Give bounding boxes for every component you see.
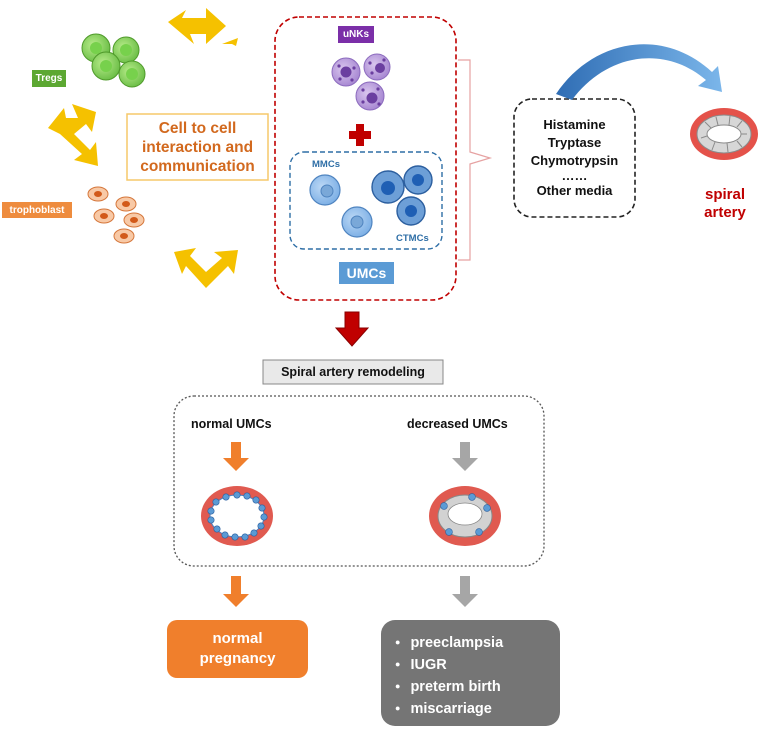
outcome-item: ●IUGR	[395, 657, 447, 673]
unks-label: uNKs	[338, 26, 374, 43]
umcs-label: UMCs	[339, 262, 394, 284]
bad-outcomes-list: ●preeclampsia ●IUGR ●preterm birth ●misc…	[395, 632, 555, 720]
mediator-item: ……	[561, 168, 588, 183]
bracket	[458, 59, 493, 261]
center-dashed-box	[274, 16, 457, 301]
mediator-item: Tryptase	[547, 135, 602, 150]
mediators-box	[513, 98, 636, 218]
mediator-item: Histamine	[543, 117, 606, 132]
tregs-cells	[81, 33, 146, 88]
yellow-double-arrow-top	[168, 8, 238, 46]
yellow-double-arrow-left	[48, 104, 98, 166]
decreased-artery-icon	[429, 486, 501, 546]
umcs-dashed-box	[289, 151, 443, 250]
interaction-box	[126, 113, 269, 181]
mediator-item: Other media	[536, 183, 613, 198]
outcome-item: ●preterm birth	[395, 679, 501, 695]
mast-cells	[309, 165, 433, 238]
mediator-item: Chymotrypsin	[530, 153, 619, 168]
interaction-text: Cell to cell interaction and communicati…	[140, 120, 255, 175]
normal-umcs-label: normal UMCs	[191, 417, 272, 431]
remodeling-box	[262, 359, 444, 385]
normal-outcome-box	[167, 620, 308, 678]
mmcs-label: MMCs	[312, 159, 340, 170]
tregs-label: Tregs	[32, 70, 66, 87]
normal-pregnancy-text: normal pregnancy	[199, 630, 276, 667]
orange-arrow-1	[223, 442, 249, 471]
normal-artery-icon	[201, 486, 273, 546]
curved-arrow	[556, 44, 722, 100]
yellow-double-arrow-bottom	[174, 248, 238, 288]
orange-arrow-2	[223, 576, 249, 607]
spiral-artery-label: spiral artery	[704, 186, 746, 221]
trophoblast-cells	[87, 186, 145, 244]
gray-arrow-1	[452, 442, 478, 471]
comparison-box	[173, 395, 545, 567]
outcome-item: ●miscarriage	[395, 701, 492, 717]
remodeling-label: Spiral artery remodeling	[281, 365, 425, 379]
gray-arrow-2	[452, 576, 478, 607]
down-arrow-red	[334, 311, 370, 347]
bad-outcome-box	[381, 620, 560, 726]
mediators-list: Histamine Tryptase Chymotrypsin …… Other…	[514, 116, 635, 200]
ctmcs-label: CTMCs	[396, 233, 429, 244]
spiral-artery-icon	[690, 108, 758, 160]
decreased-umcs-label: decreased UMCs	[407, 417, 508, 431]
unks-cells	[331, 53, 391, 111]
outcome-item: ●preeclampsia	[395, 635, 504, 651]
trophoblast-label: trophoblast	[2, 202, 72, 218]
plus-icon	[349, 124, 371, 146]
